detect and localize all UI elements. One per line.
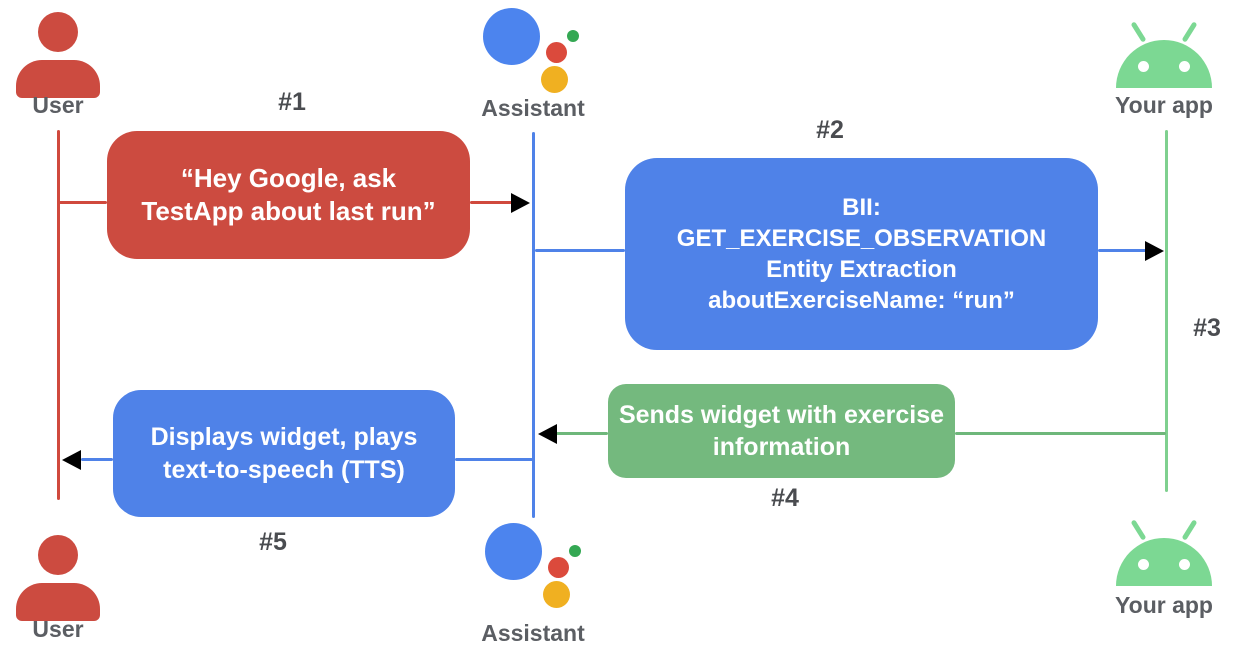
- android-antenna-left: [1130, 519, 1147, 541]
- person-body: [16, 60, 100, 98]
- assistant-blue-circle: [485, 523, 542, 580]
- message1-arrowhead-icon: [511, 193, 530, 213]
- message1-line2: TestApp about last run”: [141, 196, 436, 226]
- message5-box: Displays widget, plays text-to-speech (T…: [113, 390, 455, 517]
- android-robot-icon: [1116, 20, 1212, 88]
- actor-label-assistant-bottom: Assistant: [481, 620, 585, 646]
- message4-connector-left: [556, 432, 608, 435]
- person-icon: [16, 12, 100, 100]
- message2-line4: aboutExerciseName: “run”: [708, 287, 1015, 314]
- message1-connector-right: [470, 201, 512, 204]
- message5-line2: text-to-speech (TTS): [163, 455, 405, 484]
- assistant-green-circle: [567, 30, 579, 42]
- actor-label-user-top: User: [32, 92, 84, 118]
- user-lifeline: [57, 130, 60, 500]
- message1-line1: “Hey Google, ask: [180, 163, 397, 193]
- assistant-red-circle: [548, 557, 569, 578]
- person-head: [38, 535, 78, 575]
- assistant-yellow-circle: [541, 66, 568, 93]
- step-label-1: #1: [278, 88, 306, 116]
- android-eye-left: [1138, 61, 1149, 72]
- message2-line2: GET_EXERCISE_OBSERVATION: [676, 225, 1047, 252]
- step-label-5: #5: [259, 528, 287, 556]
- actor-label-assistant-top: Assistant: [481, 95, 585, 121]
- message5-arrowhead-icon: [62, 450, 81, 470]
- android-eye-left: [1138, 559, 1149, 570]
- android-eye-right: [1179, 61, 1190, 72]
- android-head: [1116, 40, 1212, 88]
- message4-arrowhead-icon: [538, 424, 557, 444]
- step-label-4: #4: [771, 484, 799, 512]
- message4-connector-right: [955, 432, 1166, 435]
- message1-connector-left: [59, 201, 107, 204]
- message2-connector-left: [535, 249, 625, 252]
- actor-label-yourapp-top: Your app: [1115, 92, 1213, 118]
- assistant-blue-circle: [483, 8, 540, 65]
- assistant-green-circle: [569, 545, 581, 557]
- google-assistant-logo: [483, 8, 583, 98]
- google-assistant-logo: [485, 523, 585, 613]
- actor-label-yourapp-bottom: Your app: [1115, 592, 1213, 618]
- message4-line2: information: [712, 433, 851, 461]
- step-label-2: #2: [816, 116, 844, 144]
- message5-connector-left: [81, 458, 113, 461]
- android-robot-icon: [1116, 518, 1212, 586]
- assistant-yellow-circle: [543, 581, 570, 608]
- person-body: [16, 583, 100, 621]
- message2-line1: BII:: [842, 194, 881, 221]
- android-head: [1116, 538, 1212, 586]
- android-antenna-right: [1181, 21, 1198, 43]
- message2-connector-right: [1098, 249, 1146, 252]
- android-antenna-left: [1130, 21, 1147, 43]
- message4-line1: Sends widget with exercise: [618, 401, 945, 429]
- message1-box: “Hey Google, ask TestApp about last run”: [107, 131, 470, 259]
- message5-line1: Displays widget, plays: [150, 422, 418, 451]
- message4-box: Sends widget with exercise information: [608, 384, 955, 478]
- android-eye-right: [1179, 559, 1190, 570]
- android-antenna-right: [1181, 519, 1198, 541]
- yourapp-lifeline: [1165, 130, 1168, 492]
- actor-label-user-bottom: User: [32, 616, 84, 642]
- step-label-3: #3: [1193, 314, 1221, 342]
- message2-line3: Entity Extraction: [766, 256, 957, 283]
- assistant-lifeline: [532, 132, 535, 518]
- message5-connector-right: [455, 458, 533, 461]
- assistant-red-circle: [546, 42, 567, 63]
- message2-arrowhead-icon: [1145, 241, 1164, 261]
- message2-box: BII: GET_EXERCISE_OBSERVATION Entity Ext…: [625, 158, 1098, 350]
- person-head: [38, 12, 78, 52]
- person-icon: [16, 535, 100, 623]
